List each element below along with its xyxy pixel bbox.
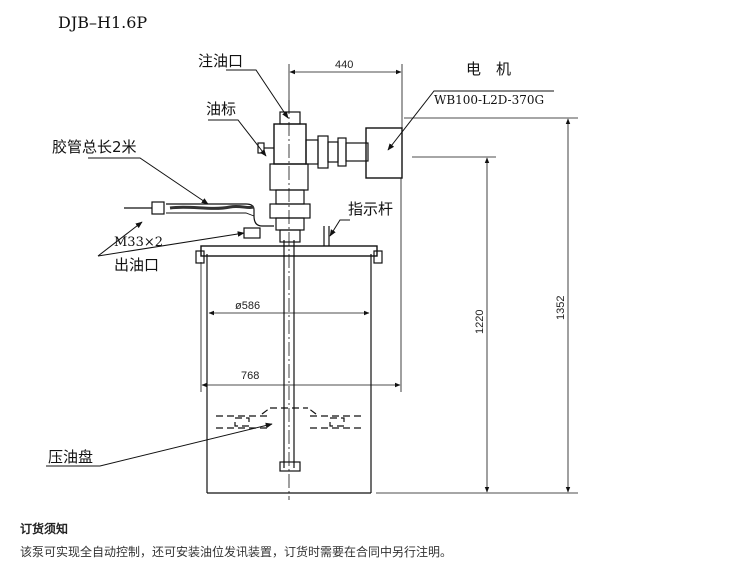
- motor-model-label: WB100-L2D-370G: [434, 93, 544, 107]
- dim-768-lines: [200, 178, 402, 392]
- indicator-rod-shape: [323, 226, 330, 246]
- dim-1352-lines: [404, 117, 578, 494]
- outlet-label: 出油口: [114, 256, 159, 274]
- foot-valve: [279, 461, 301, 472]
- follower-plate: [216, 407, 362, 429]
- thread-label: M33×2: [114, 235, 163, 250]
- pump-body: [257, 111, 311, 243]
- oil-gauge-label: 油标: [206, 100, 236, 118]
- pump-shaft: [283, 100, 295, 500]
- dim-768-label: 768: [241, 370, 259, 382]
- fill-port-label: 注油口: [198, 52, 243, 70]
- dim-1220-lines: [376, 156, 496, 494]
- order-notes-title: 订货须知: [20, 522, 69, 536]
- dim-1352-label: 1352: [555, 296, 567, 320]
- outlet-hose: [124, 201, 274, 239]
- motor-coupling: [305, 135, 369, 169]
- motor-label: 电 机: [466, 60, 511, 78]
- model-title: DJB–H1.6P: [58, 13, 147, 32]
- leader-lines: [46, 69, 554, 467]
- order-notes: 订货须知 该泵可实现全自动控制，还可安装油位发讯装置，订货时需要在合同中另行注明…: [20, 520, 720, 560]
- dim-586-label: ø586: [235, 300, 260, 312]
- follower-plate-label: 压油盘: [48, 448, 93, 466]
- hose-length-label: 胶管总长2米: [52, 138, 137, 156]
- order-notes-text: 该泵可实现全自动控制，还可安装油位发讯装置，订货时需要在合同中另行注明。: [20, 545, 453, 559]
- indicator-rod-label: 指示杆: [348, 200, 393, 218]
- motor-body: [365, 127, 403, 179]
- dim-440-lines: [288, 64, 403, 128]
- dim-440-label: 440: [335, 59, 353, 71]
- dim-1220-label: 1220: [474, 310, 486, 334]
- pump-drawing: DJB–H1.6P: [46, 13, 578, 500]
